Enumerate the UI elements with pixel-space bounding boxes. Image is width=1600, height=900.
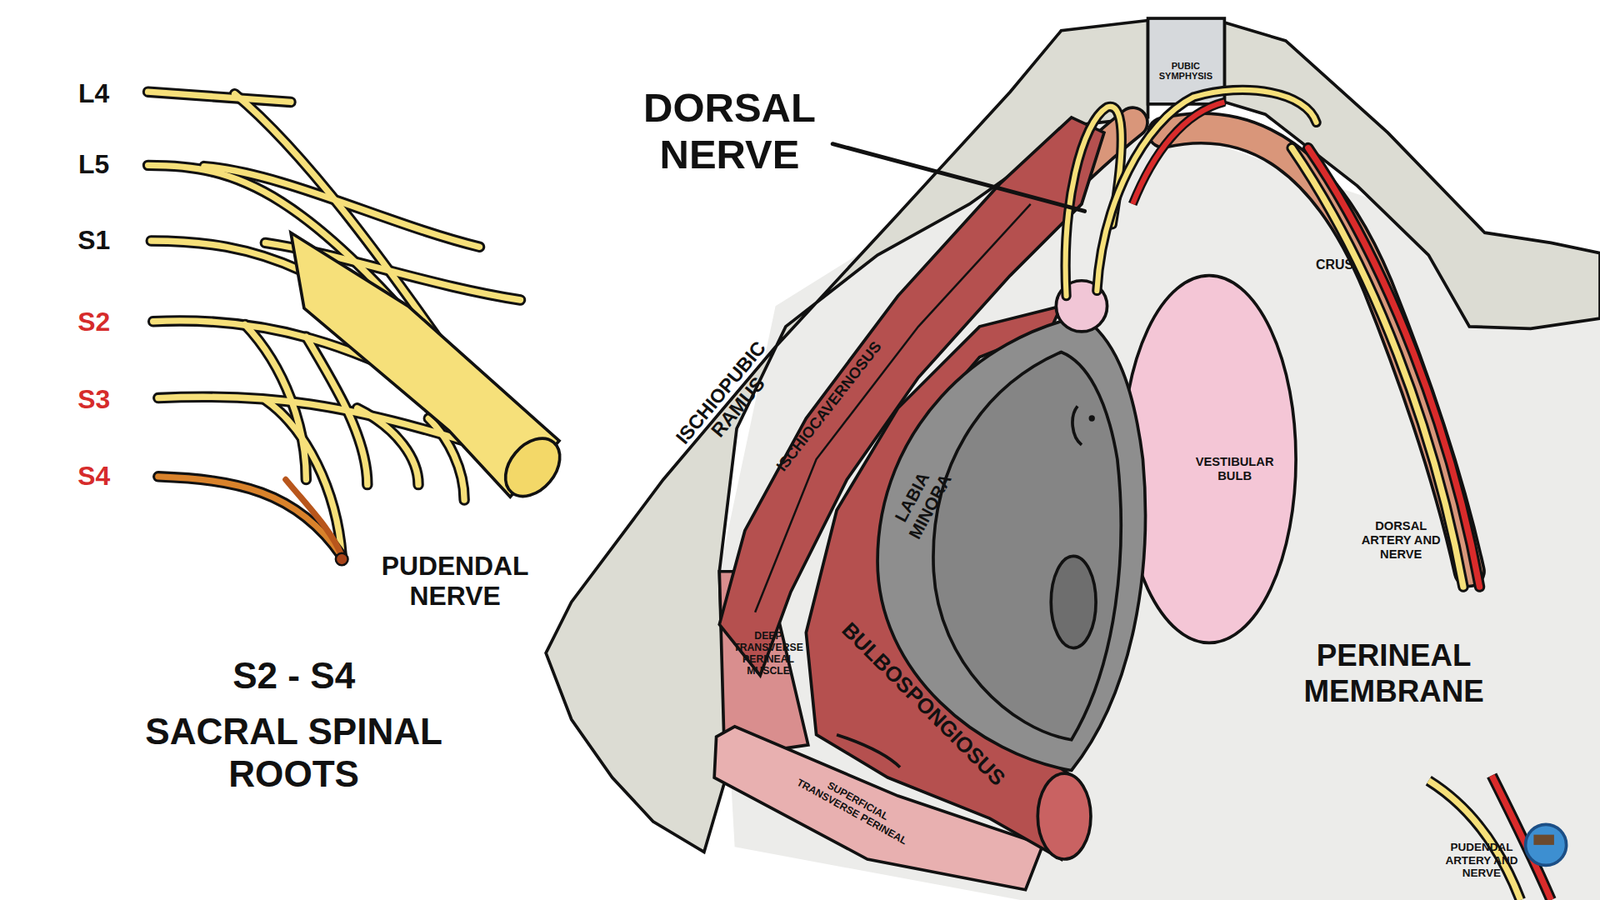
spinal-root-label: L4 [78,78,110,110]
nerve-label: PUDENDAL NERVE [354,550,556,612]
part-label: PUBIC SYMPHYSIS [1151,60,1220,82]
part-label: SUPERFICIAL TRANSVERSE PERINEAL [793,765,918,848]
part-label: CRUS [1315,257,1354,273]
region-label: PERINEAL MEMBRANE [1297,638,1490,709]
spinal-root-label: S4 [77,461,110,493]
spinal-root-label: L5 [78,150,110,181]
part-label: VESTIBULAR BULB [1189,455,1280,484]
part-label: PUDENDAL ARTERY AND NERVE [1445,840,1520,880]
part-label: DEEP TRANSVERSE PERINEAL MUSCLE [730,630,805,677]
callout-label: DORSAL NERVE [623,83,836,178]
part-label: ISCHIOCAVERNOSUS [772,337,885,475]
heading-label: S2 - S4 [232,654,355,697]
part-label: BULBOSPONGIOSUS [836,617,1010,791]
heading-label: SACRAL SPINAL ROOTS [134,710,454,795]
part-label: DORSAL ARTERY AND NERVE [1360,520,1442,563]
part-label: LABIA MINORA [882,452,960,551]
spinal-root-label: S1 [77,225,110,257]
spinal-root-label: S2 [77,307,110,339]
part-label: ISCHIOPUBIC RAMUS [665,329,795,471]
spinal-root-label: S3 [77,385,110,416]
